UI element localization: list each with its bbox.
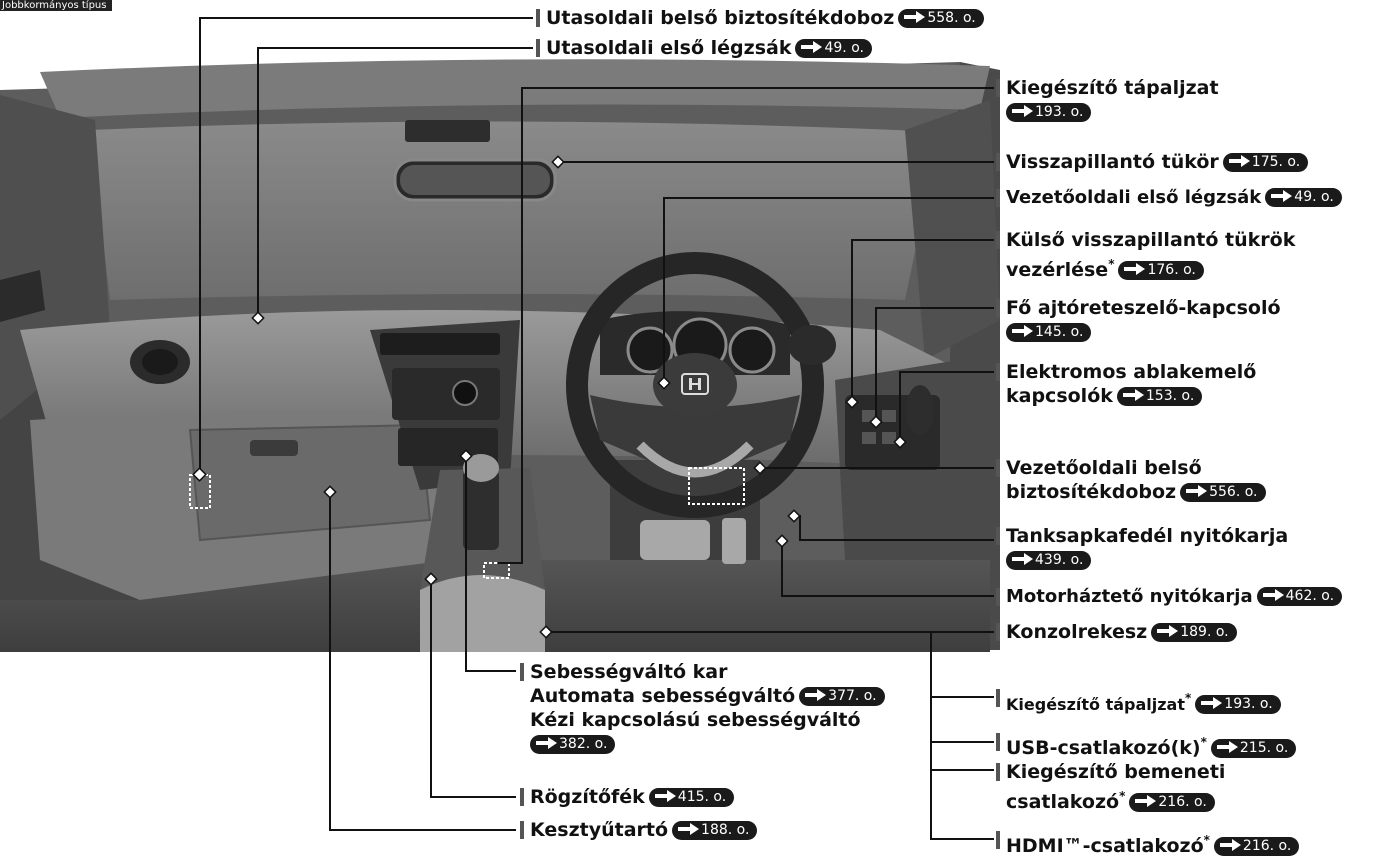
right-vent [788,325,836,365]
page-ref[interactable]: 216. o. [1213,837,1300,856]
arrow-right-icon [1122,389,1144,401]
arrow-right-icon [1186,485,1208,497]
page-ref[interactable]: 462. o. [1256,587,1343,606]
page-ref[interactable]: 49. o. [1265,188,1342,207]
driver-fusebox-marker [688,467,745,505]
page-ref[interactable]: 415. o. [648,788,735,807]
arrow-right-icon [1201,697,1223,709]
accelerator-pedal [722,518,746,564]
glovebox-handle [250,440,298,456]
arrow-right-icon [1262,589,1284,601]
arrow-right-icon [904,11,926,23]
page-ref[interactable]: 382. o. [530,735,616,754]
overhead-console [405,120,490,142]
page-ref[interactable]: 439. o. [1006,551,1092,570]
arrow-right-icon [1271,190,1293,202]
callout-fuel-lid-lever: Tanksapkafedél nyitókarja 439. o. [995,524,1288,572]
page-ref[interactable]: 193. o. [1006,103,1092,122]
arrow-right-icon [1219,839,1241,851]
headliner [40,59,990,118]
honda-logo-icon [681,373,709,395]
arrow-right-icon [1012,325,1033,337]
callout-hdmi: HDMI™-csatlakozó*216. o. [995,828,1300,858]
left-side-mirror [0,270,45,322]
center-vent [380,333,500,355]
arrow-right-icon [1135,795,1157,807]
arrow-right-icon [805,689,827,701]
page-ref[interactable]: 176. o. [1118,261,1204,280]
page-ref[interactable]: 188. o. [672,821,758,840]
page-ref[interactable]: 215. o. [1210,739,1297,758]
steering-wheel-rim [566,252,824,518]
right-door-handle [906,385,934,435]
callout-gear-lever: Sebességváltó kar Automata sebességváltó… [520,660,885,756]
page-ref[interactable]: 189. o. [1151,623,1237,642]
arrow-right-icon [1216,741,1238,753]
variant-tag: Jobbkormányos típus [0,0,113,11]
callout-aux-input: Kiegészítő bemeneti csatlakozó*216. o. [995,761,1226,813]
arrow-right-icon [1228,155,1250,167]
page-ref[interactable]: 558. o. [898,9,984,28]
audio-unit [392,368,500,420]
gear-lever-boot [463,470,499,550]
right-pillar [905,100,1000,360]
arrow-right-icon [654,790,676,802]
callout-mirror-controls: Külső visszapillantó tükrök vezérlése*17… [995,229,1296,281]
page-ref[interactable]: 153. o. [1116,387,1203,406]
page-ref[interactable]: 377. o. [799,687,885,706]
callout-markers [192,155,907,639]
gear-knob [463,454,499,482]
callout-door-lock-switch: Fő ajtóreteszelő-kapcsoló 145. o. [996,296,1281,344]
arrow-right-icon [1012,105,1033,117]
arrow-right-icon [801,41,823,53]
glovebox [188,423,432,542]
arrow-right-icon [536,737,557,749]
page-ref[interactable]: 175. o. [1222,153,1309,172]
leader-lines [199,17,994,840]
page-ref[interactable]: 145. o. [1006,323,1092,342]
page-ref[interactable]: 49. o. [795,39,872,58]
accessory-socket-marker [483,562,510,579]
page-ref[interactable]: 216. o. [1129,793,1215,812]
windscreen [90,121,940,300]
arrow-right-icon [678,823,700,835]
armrest [420,575,545,652]
callout-accessory-socket-console: Kiegészítő tápaljzat*193. o. [996,686,1281,717]
callout-usb-ports: USB-csatlakozó(k)*215. o. [995,730,1297,760]
arrow-right-icon [1157,625,1179,637]
page-ref[interactable]: 556. o. [1180,483,1266,502]
callout-accessory-socket-top: Kiegészítő tápaljzat 193. o. [996,76,1219,124]
page-ref[interactable]: 193. o. [1195,695,1281,714]
arrow-right-icon [1012,553,1033,565]
brake-pedal [640,520,710,560]
arrow-right-icon [1124,263,1146,275]
